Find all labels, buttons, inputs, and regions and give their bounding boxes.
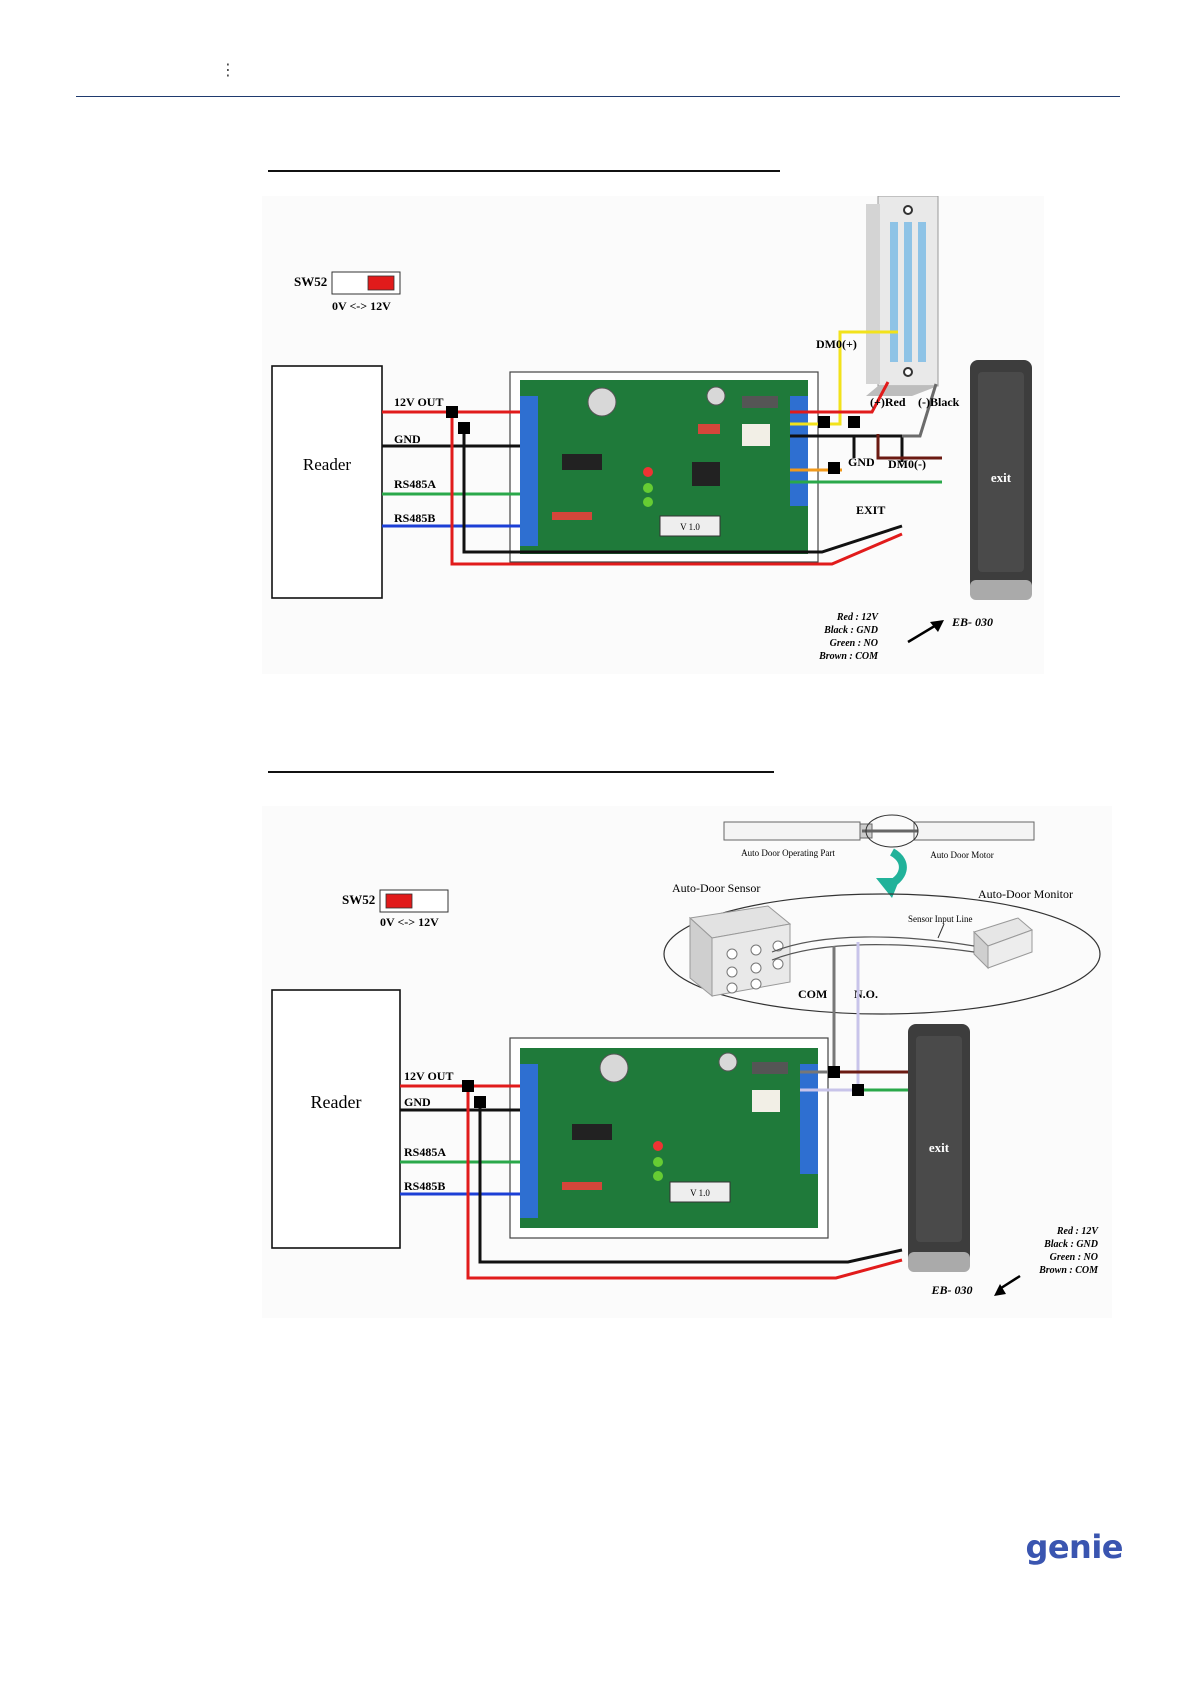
legend-item: Green : NO — [1050, 1252, 1098, 1263]
maglock — [866, 195, 939, 396]
exit-button-face: exit — [929, 1140, 950, 1155]
operating-part-label: Auto Door Operating Part — [741, 848, 835, 858]
label-12v-out: 12V OUT — [404, 1069, 453, 1083]
wire-color-legend: Red : 12V Black : GND Green : NO Brown :… — [818, 612, 879, 662]
junction-12v — [446, 406, 458, 418]
auto-door-sensor — [688, 905, 792, 998]
junction-12v — [462, 1080, 474, 1092]
label-gnd: GND — [404, 1095, 431, 1109]
sw52-switch: SW52 0V <-> 12V — [294, 271, 401, 313]
arrow-head-icon — [930, 620, 944, 632]
sw52-label: SW52 — [294, 274, 327, 289]
auto-door-monitor — [973, 917, 1033, 970]
header-rule — [76, 96, 1120, 97]
model-label: EB- 030 — [951, 615, 993, 629]
sensor-input-line-label: Sensor Input Line — [908, 914, 973, 924]
motor-label: Auto Door Motor — [930, 850, 994, 860]
label-rs485b: RS485B — [404, 1179, 445, 1193]
label-minus-black: (-)Black — [918, 395, 960, 409]
wires-left — [400, 1084, 903, 1280]
exit-button-eb030: exit — [970, 360, 1032, 600]
wires-left — [382, 410, 903, 566]
flow-arrow-head-icon — [876, 878, 900, 898]
label-rs485a: RS485A — [404, 1145, 446, 1159]
legend-item: Black : GND — [1043, 1239, 1098, 1250]
label-rs485a: RS485A — [394, 477, 436, 491]
arrow-head-icon — [994, 1284, 1006, 1296]
label-exit: EXIT — [856, 503, 885, 517]
label-plus-red: (+)Red — [870, 395, 906, 409]
wiring-diagram-1: SW52 0V <-> 12V Reader V 1.0 — [262, 195, 1044, 674]
legend-item: Black : GND — [823, 625, 878, 636]
controller-board: V 1.0 — [509, 371, 819, 563]
legend-item: Brown : COM — [818, 651, 879, 662]
junction-gnd-lock — [818, 416, 830, 428]
sw52-range: 0V <-> 12V — [332, 299, 391, 313]
sw52-label: SW52 — [342, 892, 375, 907]
section-rule-1 — [268, 170, 780, 172]
section-rule-2 — [268, 771, 774, 773]
legend-item: Brown : COM — [1038, 1265, 1099, 1276]
legend-item: Green : NO — [830, 638, 878, 649]
exit-button-eb030: exit — [908, 1024, 970, 1272]
no-label: N.O. — [854, 987, 878, 1001]
sw52-slider — [367, 275, 395, 291]
junction-com — [828, 1066, 840, 1078]
junction-dm0-minus — [848, 416, 860, 428]
label-dm0-minus: DM0(-) — [888, 457, 926, 471]
board-version-label: V 1.0 — [680, 522, 700, 532]
legend-item: Red : 12V — [836, 612, 879, 623]
junction-exit — [828, 462, 840, 474]
auto-door-assembly: Auto Door Operating Part Auto Door Motor — [723, 814, 1035, 860]
reader-box: Reader — [271, 365, 383, 599]
sw52-range: 0V <-> 12V — [380, 915, 439, 929]
exit-button-face: exit — [991, 470, 1012, 485]
label-gnd: GND — [394, 432, 421, 446]
sw52-slider — [385, 893, 413, 909]
legend-item: Red : 12V — [1056, 1226, 1099, 1237]
monitor-label: Auto-Door Monitor — [978, 887, 1073, 901]
reader-label: Reader — [303, 455, 351, 474]
wiring-diagram-2: SW52 0V <-> 12V Reader Auto Door Operati… — [262, 806, 1112, 1318]
header-marker: ⋮ — [220, 60, 236, 79]
brand-logo: genie — [1025, 1528, 1123, 1566]
label-dm0-plus: DM0(+) — [816, 337, 857, 351]
board-version-label: V 1.0 — [690, 1188, 710, 1198]
wire-color-legend: Red : 12V Black : GND Green : NO Brown :… — [1038, 1226, 1099, 1276]
arrow-icon — [907, 622, 939, 644]
junction-gnd — [458, 422, 470, 434]
sw52-switch: SW52 0V <-> 12V — [342, 889, 449, 929]
sensor-label: Auto-Door Sensor — [672, 881, 760, 895]
com-label: COM — [798, 987, 827, 1001]
reader-box: Reader — [271, 989, 401, 1249]
junction-no — [852, 1084, 864, 1096]
wires-right — [790, 330, 942, 484]
label-12v-out: 12V OUT — [394, 395, 443, 409]
reader-label: Reader — [311, 1092, 362, 1112]
model-label: EB- 030 — [930, 1283, 972, 1297]
label-lock-gnd: GND — [848, 455, 875, 469]
controller-board: V 1.0 — [509, 1037, 829, 1239]
auto-door-zone — [663, 893, 1101, 1015]
label-rs485b: RS485B — [394, 511, 435, 525]
junction-gnd — [474, 1096, 486, 1108]
